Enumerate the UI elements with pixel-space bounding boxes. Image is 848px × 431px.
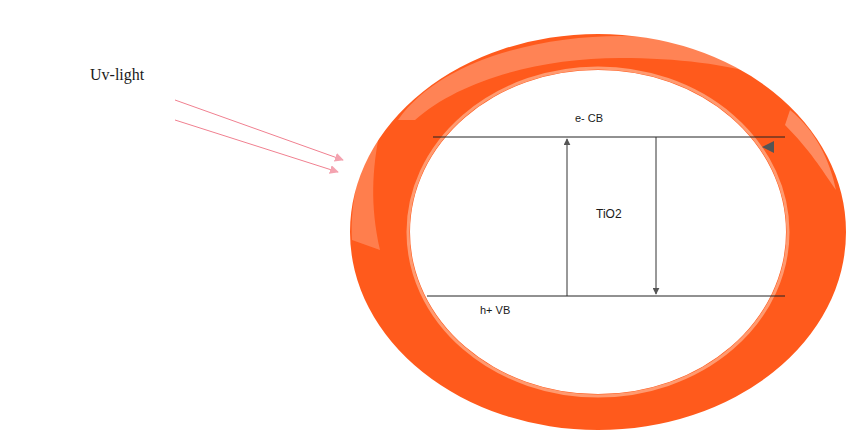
- uv-light-ray: [175, 120, 338, 172]
- ring-highlight: [398, 36, 800, 120]
- conduction-band-label: e- CB: [575, 112, 603, 124]
- tio2-particle-ring: [350, 34, 846, 430]
- valence-band-line: [427, 296, 785, 297]
- recombination-arrow: [656, 137, 657, 294]
- ring-inner-edge: [408, 68, 788, 396]
- ring-highlight: [785, 110, 836, 190]
- light-source-label: Uv-light: [90, 66, 144, 84]
- ring-highlight: [352, 130, 380, 250]
- small-arrowhead: [762, 141, 774, 153]
- valence-band-label: h+ VB: [480, 304, 510, 316]
- uv-light-ray: [175, 100, 343, 160]
- conduction-band-line: [433, 137, 785, 138]
- excitation-arrow: [567, 139, 568, 296]
- material-label: TiO2: [596, 207, 622, 221]
